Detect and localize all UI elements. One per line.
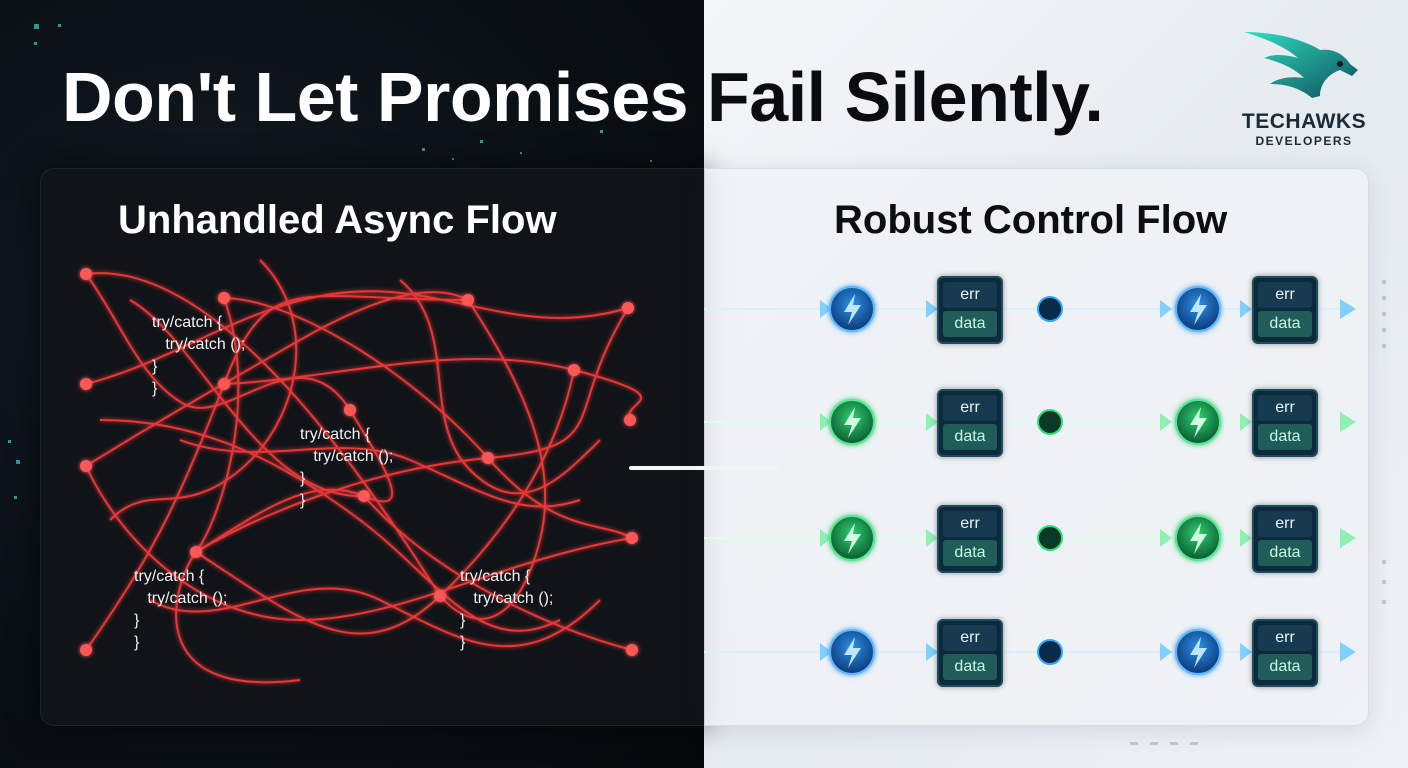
lane-2	[704, 399, 1356, 445]
chip-err-label: err	[943, 625, 997, 651]
techawks-logo: TECHAWKS DEVELOPERS	[1224, 24, 1384, 154]
chip-data-label: data	[943, 311, 997, 337]
chip-data-label: data	[1258, 540, 1312, 566]
result-chip: err data	[937, 619, 1003, 687]
merge-node	[1037, 409, 1063, 435]
merge-node	[1037, 639, 1063, 665]
logo-name: TECHAWKS	[1241, 110, 1367, 133]
lane-3	[704, 515, 1356, 561]
left-heading: Unhandled Async Flow	[118, 198, 557, 242]
result-chip: err data	[1252, 276, 1318, 344]
logo-subtitle: DEVELOPERS	[1255, 134, 1353, 148]
chip-data-label: data	[943, 654, 997, 680]
code-snippet-1: try/catch { try/catch (); } }	[152, 314, 246, 397]
merge-node	[1037, 525, 1063, 551]
result-chip: err data	[937, 505, 1003, 573]
result-chip: err data	[937, 276, 1003, 344]
right-heading: Robust Control Flow	[834, 198, 1228, 242]
code-snippet-4: try/catch { try/catch (); } }	[460, 568, 554, 651]
title-light-part: Don't Let Promises Fail Silently.	[62, 58, 704, 136]
chip-data-label: data	[943, 424, 997, 450]
chip-err-label: err	[1258, 395, 1312, 421]
code-snippet-3: try/catch { try/catch (); } }	[134, 568, 228, 651]
chip-data-label: data	[1258, 424, 1312, 450]
title-dark-part: Don't Let Promises Fail Silently.	[62, 58, 1104, 136]
merge-node	[1037, 296, 1063, 322]
lane-1	[704, 286, 1356, 332]
page-title: Don't Let Promises Fail Silently. Don't …	[62, 52, 1222, 142]
chip-err-label: err	[943, 511, 997, 537]
center-divider-line	[629, 466, 779, 470]
result-chip: err data	[1252, 505, 1318, 573]
code-snippet-2: try/catch { try/catch (); } }	[300, 426, 394, 509]
result-chip: err data	[937, 389, 1003, 457]
chip-err-label: err	[1258, 511, 1312, 537]
result-chip: err data	[1252, 619, 1318, 687]
chip-err-label: err	[943, 395, 997, 421]
chip-err-label: err	[943, 282, 997, 308]
lane-4	[704, 629, 1356, 675]
chip-data-label: data	[1258, 654, 1312, 680]
chip-data-label: data	[1258, 311, 1312, 337]
hawk-logo-icon	[1244, 32, 1358, 98]
chip-err-label: err	[1258, 282, 1312, 308]
chip-err-label: err	[1258, 625, 1312, 651]
chip-data-label: data	[943, 540, 997, 566]
result-chip: err data	[1252, 389, 1318, 457]
